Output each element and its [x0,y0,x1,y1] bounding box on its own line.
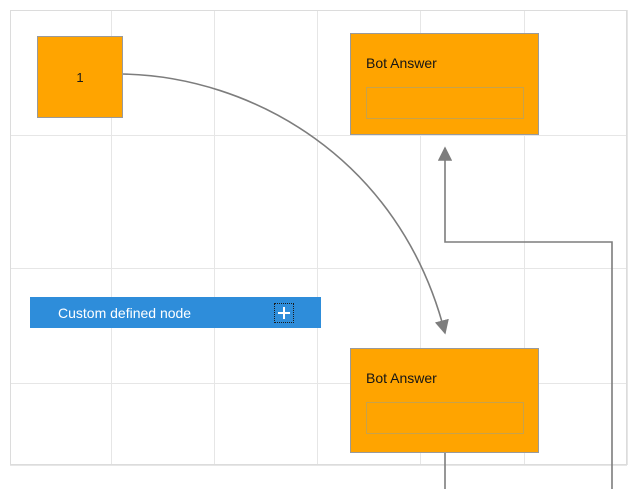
node-start[interactable]: 1 [37,36,123,118]
custom-defined-node-button[interactable]: Custom defined node [30,297,321,328]
node-bot-answer-top-slot[interactable] [366,87,524,119]
node-bot-answer-top-title: Bot Answer [366,55,437,71]
custom-defined-node-label: Custom defined node [58,304,192,321]
node-bot-answer-bottom[interactable]: Bot Answer [350,348,539,453]
node-bot-answer-bottom-slot[interactable] [366,402,524,434]
node-bot-answer-top[interactable]: Bot Answer [350,33,539,135]
plus-icon[interactable] [274,302,294,323]
node-bot-answer-bottom-title: Bot Answer [366,370,437,386]
node-start-label: 1 [76,69,84,85]
